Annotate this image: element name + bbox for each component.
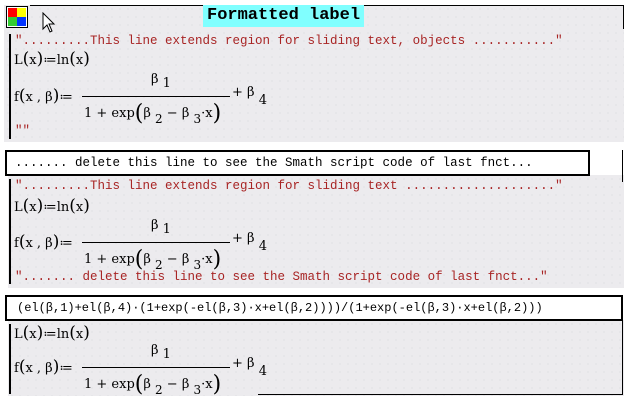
script-code-box[interactable]: (el(β,1)+el(β,4)·(1+exp(-el(β,3)·x+el(β,… bbox=[5, 295, 623, 321]
region2-string-bottom[interactable]: "....... delete this line to see the Sma… bbox=[15, 270, 548, 284]
L-definition[interactable]: L(x)≔ln(x) bbox=[14, 196, 90, 216]
region-bracket bbox=[9, 179, 11, 284]
formatted-label[interactable]: Formatted label bbox=[203, 5, 365, 27]
worksheet-bottom bbox=[8, 320, 624, 396]
region1-string-top[interactable]: ".........This line extends region for s… bbox=[15, 34, 563, 48]
region2-string-top[interactable]: ".........This line extends region for s… bbox=[15, 179, 563, 193]
region-border bbox=[258, 394, 623, 395]
region-border bbox=[622, 150, 623, 182]
f-definition[interactable]: f(x , β)≔ β 1 1 + exp(β 2 − β 3·x) + β 4 bbox=[14, 72, 267, 126]
worksheet-mid bbox=[8, 175, 624, 288]
f-definition[interactable]: f(x , β)≔ β 1 1 + exp(β 2 − β 3·x) + β 4 bbox=[14, 343, 267, 397]
region-bracket bbox=[9, 34, 11, 139]
region-border bbox=[623, 5, 624, 29]
L-definition[interactable]: L(x)≔ln(x) bbox=[14, 49, 90, 69]
region-bracket bbox=[9, 324, 11, 394]
worksheet-top bbox=[4, 5, 624, 142]
L-definition[interactable]: L(x)≔ln(x) bbox=[14, 323, 90, 343]
mouse-cursor-icon bbox=[42, 12, 56, 33]
region1-string-bottom[interactable]: "" bbox=[15, 124, 31, 138]
f-definition[interactable]: f(x , β)≔ β 1 1 + exp(β 2 − β 3·x) + β 4 bbox=[14, 218, 267, 272]
smath-logo-icon[interactable] bbox=[6, 6, 28, 28]
region-border bbox=[622, 320, 623, 395]
note-text-box[interactable]: ....... delete this line to see the Smat… bbox=[5, 150, 590, 176]
